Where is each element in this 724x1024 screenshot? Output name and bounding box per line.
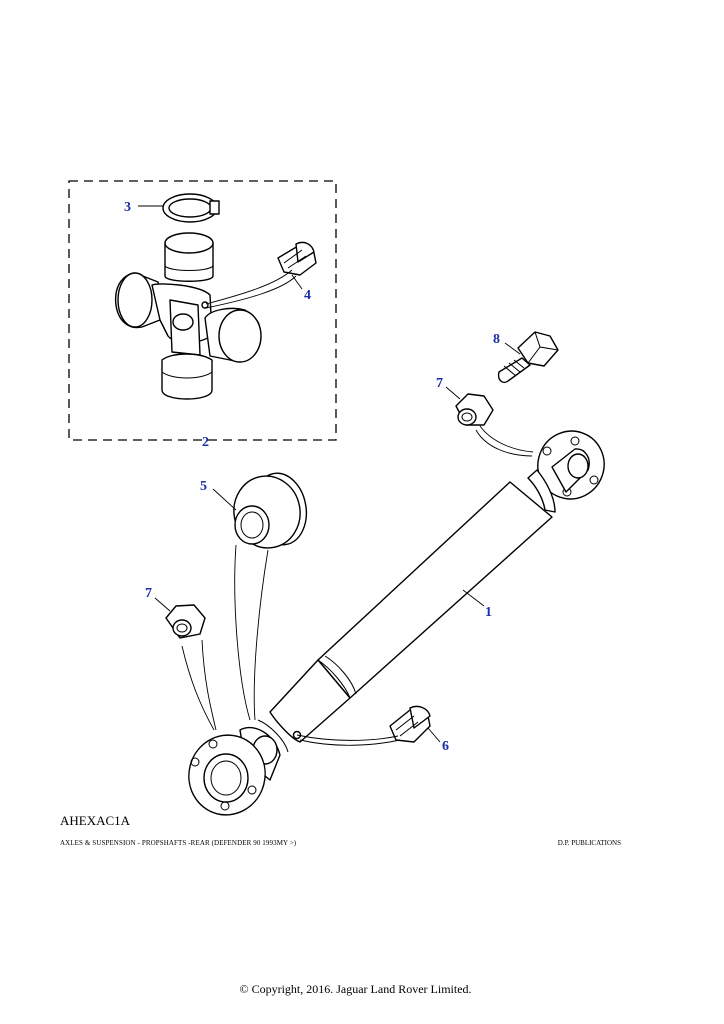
grease-nipple-shaft-part	[296, 705, 431, 746]
kit-dashed-box	[68, 180, 337, 441]
propshaft-part	[257, 469, 556, 753]
callout-4: 4	[304, 288, 311, 303]
leader-8	[504, 342, 521, 355]
callout-6: 6	[442, 739, 449, 754]
callout-1: 1	[485, 605, 492, 620]
leader-7a	[445, 386, 461, 400]
leader-5	[212, 488, 237, 511]
diagram-reference: AHEXAC1A	[60, 813, 131, 828]
rear-flange-part	[188, 727, 281, 816]
leader-7b	[154, 597, 171, 612]
leader-6	[427, 727, 441, 743]
publisher-label: D.P. PUBLICATIONS	[557, 839, 621, 847]
gaiter-part	[233, 472, 308, 721]
callout-5: 5	[200, 479, 207, 494]
nut-rear-part	[165, 604, 217, 731]
callout-8: 8	[493, 332, 500, 347]
bolt-part	[497, 331, 559, 384]
grease-nipple-joint-part	[205, 241, 317, 309]
front-flange-part	[537, 430, 605, 500]
leader-4	[291, 274, 303, 290]
universal-joint-part	[114, 232, 262, 400]
nut-front-part	[455, 393, 534, 457]
diagram-caption: AXLES & SUSPENSION - PROPSHAFTS -REAR (D…	[60, 839, 297, 847]
circlip-part	[162, 193, 220, 223]
copyright-notice: © Copyright, 2016. Jaguar Land Rover Lim…	[239, 982, 472, 996]
callout-2: 2	[202, 435, 209, 450]
callout-7-rear: 7	[145, 586, 152, 601]
callout-3: 3	[124, 200, 131, 215]
callout-7-front: 7	[436, 376, 443, 391]
leader-1	[462, 589, 485, 607]
